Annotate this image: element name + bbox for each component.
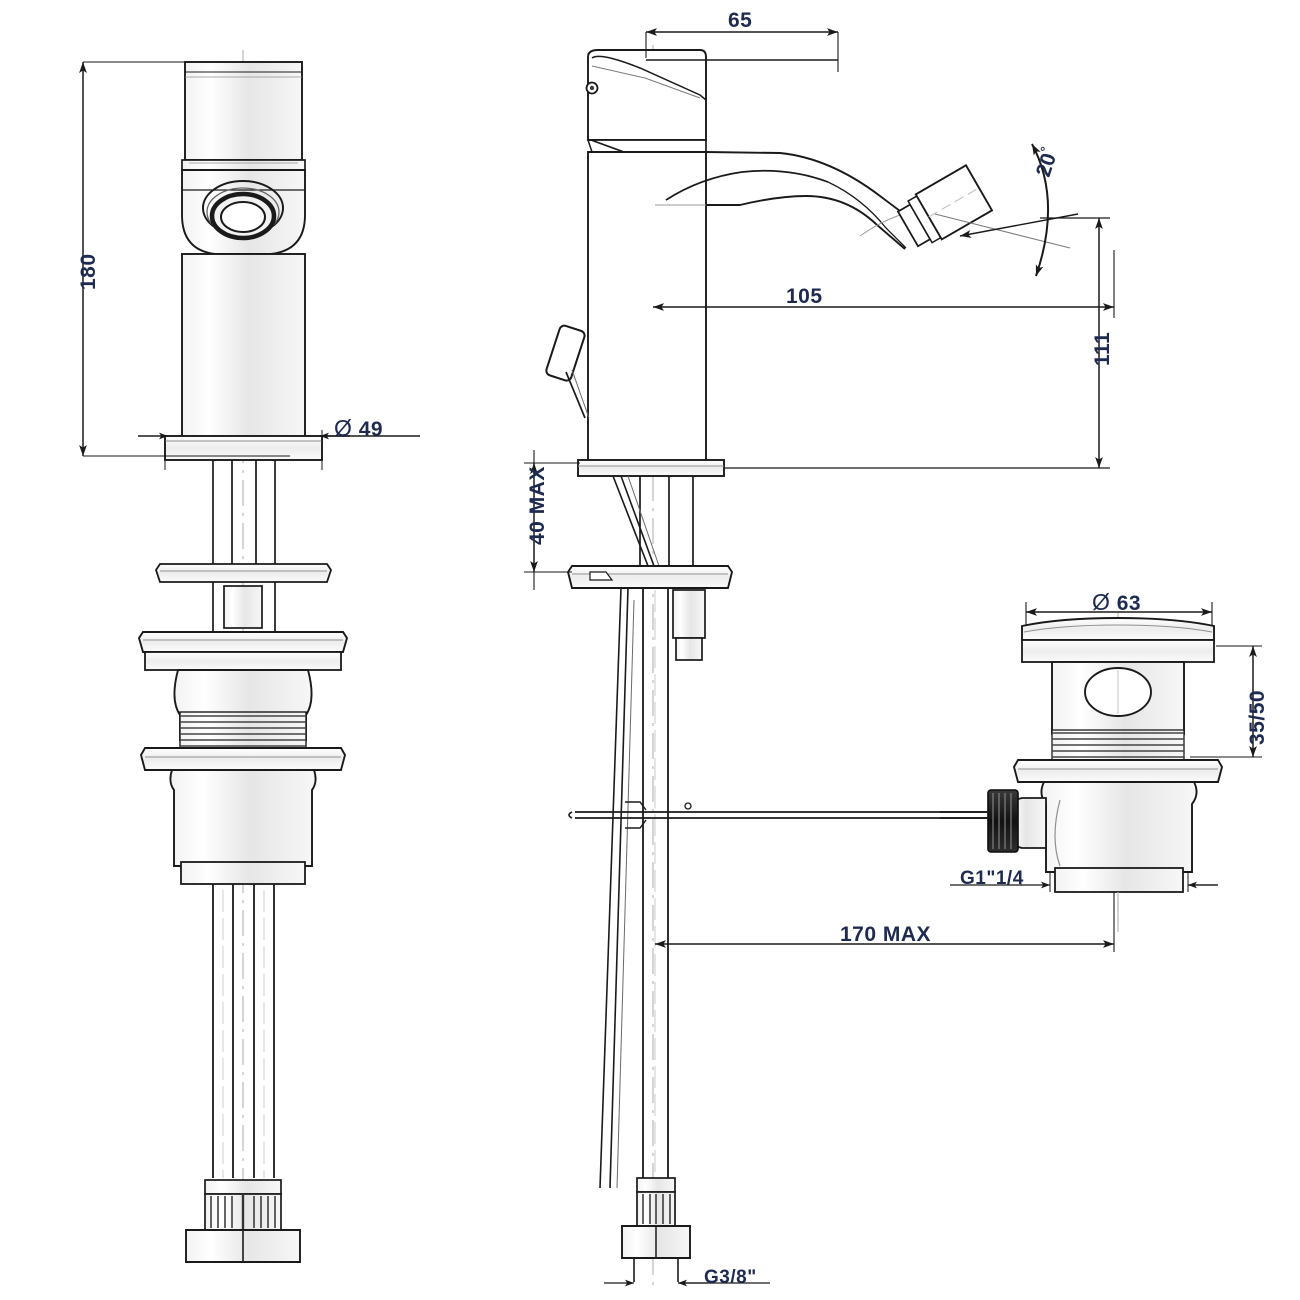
drain-detail-dimensions [950,602,1262,892]
dimension-label-handle-length: 65 [728,9,753,32]
waste-flange-diameter-value: 63 [1116,592,1142,615]
diameter-symbol-icon: Ø [334,415,353,441]
side-view-geometry [545,45,1079,1290]
front-view-geometry [137,50,349,1263]
dimension-label-overall-height: 180 [77,253,100,290]
dimension-label-deck-thickness: 40 MAX [526,466,549,545]
drain-detail-view-geometry [940,612,1224,932]
dimension-label-spout-reach: 105 [786,285,823,308]
dimension-label-base-diameter: Ø 49 [334,415,384,441]
front-view-dimensions [79,61,420,470]
dimension-label-waste-outlet-thread: G1"1/4 [960,868,1024,889]
dimension-label-spout-height: 111 [1091,331,1114,366]
dimension-label-supply-thread: G3/8" [704,1267,757,1288]
diameter-symbol-icon-2: Ø [1092,589,1111,615]
dimension-label-waste-flange-diameter: Ø 63 [1092,589,1142,615]
base-diameter-value: 49 [358,418,384,441]
dimension-label-waste-thread-range: 35/50 [1246,689,1269,745]
dimension-label-pull-rod-max: 170 MAX [840,923,932,946]
